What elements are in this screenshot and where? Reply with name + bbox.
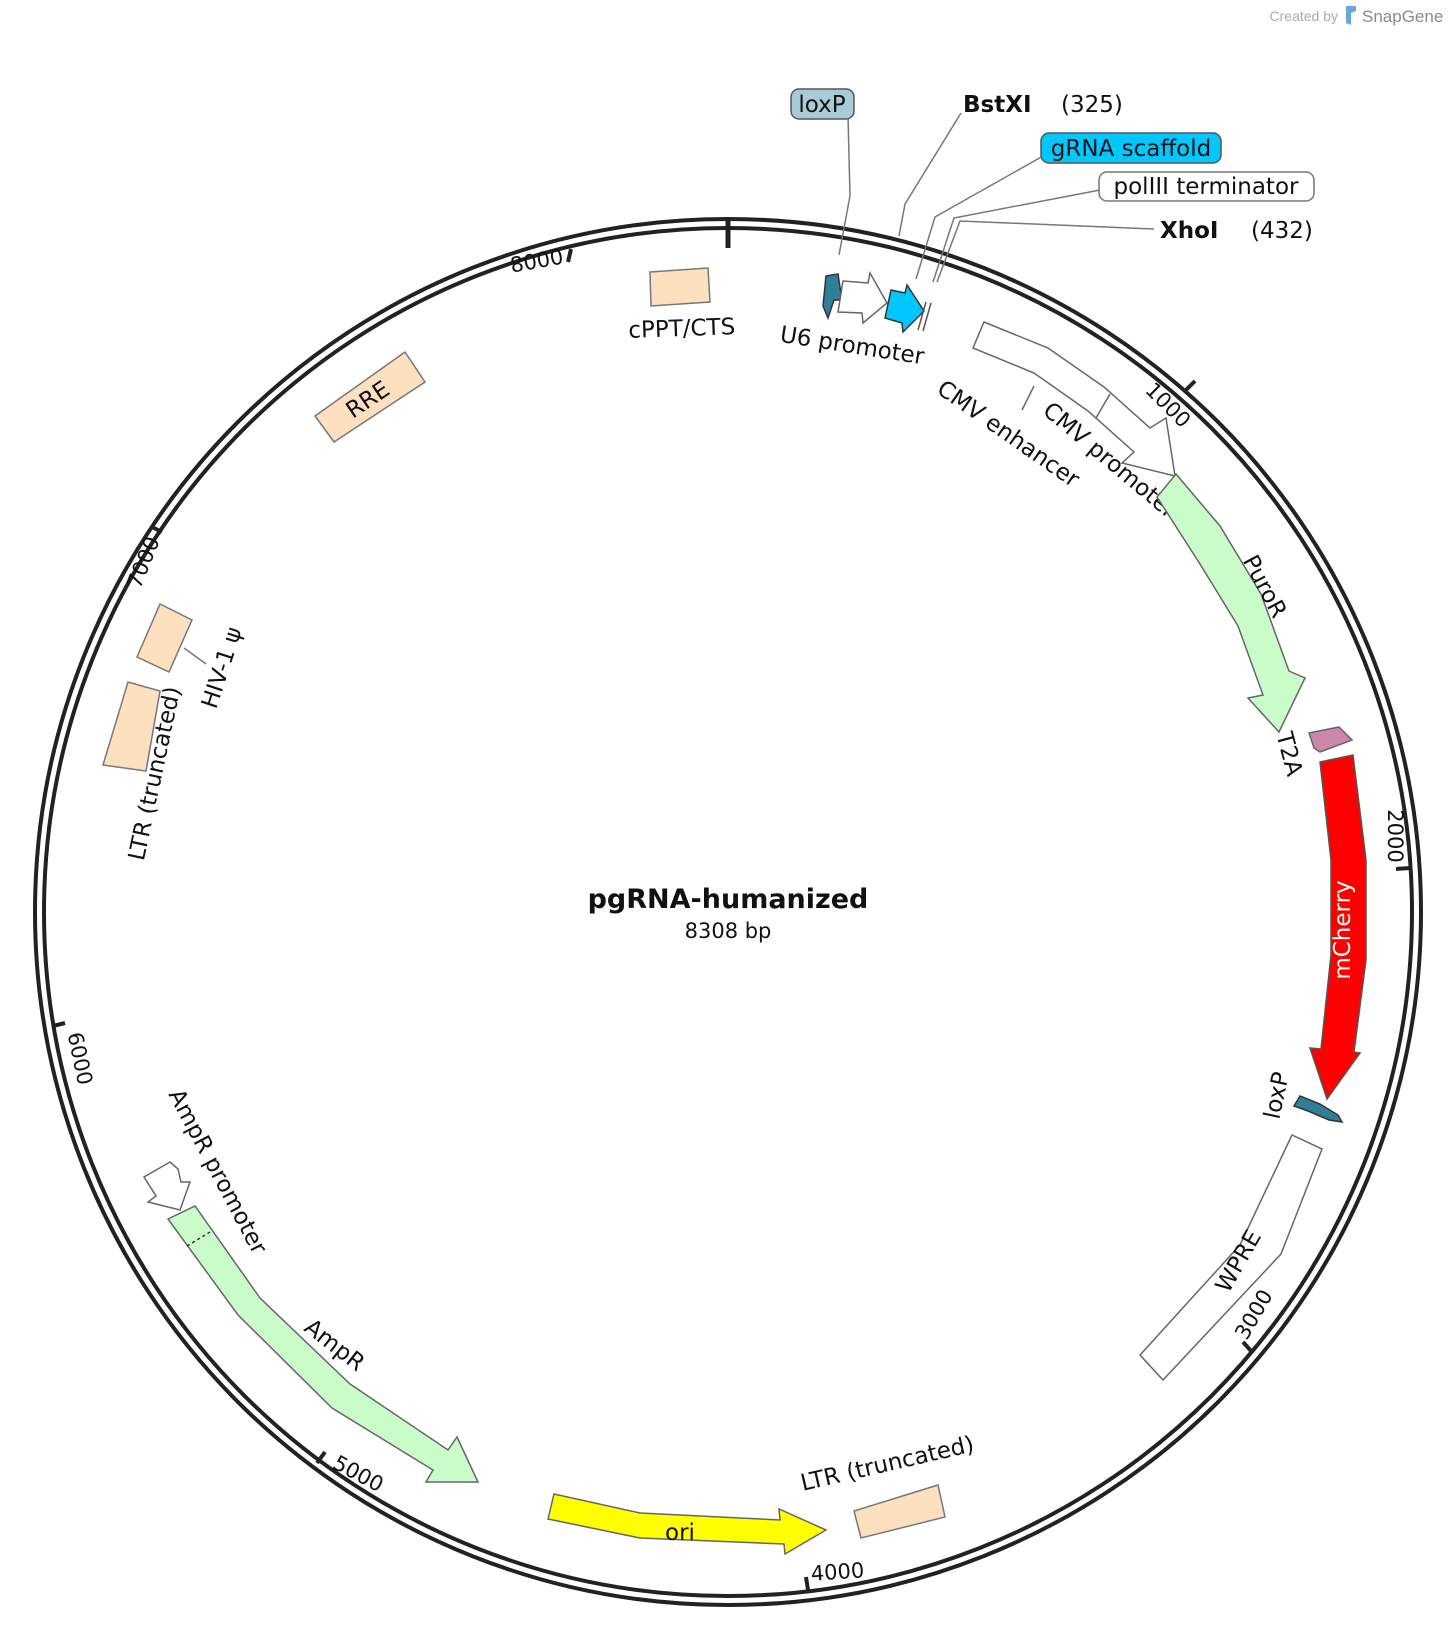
feature-ori (547, 1493, 828, 1556)
feature-ampr (166, 1205, 480, 1483)
feature-cmv (972, 321, 1176, 477)
tick-label-2000: 2000 (1383, 809, 1407, 862)
feature-t2a (1308, 726, 1354, 753)
tick-label-6000: 6000 (63, 1030, 98, 1087)
callout-grna: gRNA scaffold (1051, 136, 1211, 162)
label-loxp-right: loxP (1260, 1070, 1295, 1122)
feature-ltr-bottom (853, 1484, 946, 1539)
tick-label-8000: 8000 (508, 245, 565, 278)
hiv1-psi-leader (183, 647, 207, 665)
callout-grna-box (1040, 132, 1222, 164)
label-t2a: T2A (1270, 728, 1307, 779)
label-ori: ori (665, 1520, 695, 1546)
feature-u6-promoter (837, 270, 888, 325)
feature-rre (313, 350, 427, 444)
feature-poliii-terminator-mark (917, 301, 927, 331)
feature-poliii-terminator-mark-2 (922, 302, 932, 332)
cmv-enhancer-leader (1021, 385, 1035, 411)
callout-loxp: loxP (798, 92, 845, 118)
feature-puror (1156, 472, 1307, 734)
plasmid-name: pgRNA-humanized (588, 884, 869, 915)
ampr-promoter-overlap (186, 1231, 211, 1247)
callout-poliii-box (1098, 171, 1315, 202)
callout-bstxi-pos: (325) (1061, 92, 1123, 118)
credit-brand: SnapGene (1362, 7, 1443, 26)
feature-ampr-promoter (142, 1161, 192, 1211)
feature-mcherry (1308, 754, 1367, 1101)
credit-prefix: Created by (1270, 8, 1338, 24)
backbone-outer (33, 217, 1423, 1607)
callout-leaders (838, 112, 1155, 283)
callout-bstxi-name: BstXI (963, 92, 1032, 118)
label-hiv1-psi: HIV-1 ψ (197, 624, 248, 712)
label-cppt: cPPT/CTS (628, 314, 736, 344)
callout-xhoi-name: XhoI (1160, 218, 1218, 244)
callout-xhoi-pos: (432) (1251, 218, 1313, 244)
callout-loxp-box (790, 88, 855, 120)
feature-grna-scaffold (884, 283, 925, 334)
feature-wpre (1138, 1134, 1323, 1382)
feature-ltr-left (102, 681, 161, 772)
feature-hiv1-psi (136, 602, 193, 674)
tick-marks (52, 248, 1411, 1591)
tick-label-5000: 5000 (329, 1451, 387, 1497)
snapgene-logo-icon (1346, 6, 1356, 25)
feature-loxp-right (1292, 1095, 1344, 1123)
plasmid-size: 8308 bp (685, 919, 772, 943)
callout-poliii: polIII terminator (1114, 174, 1299, 200)
label-ltr-bottom: LTR (truncated) (798, 1432, 976, 1497)
cmv-divider (1095, 393, 1111, 419)
feature-cppt (649, 267, 711, 307)
feature-loxp-top (822, 273, 843, 321)
tick-label-4000: 4000 (810, 1558, 865, 1586)
label-mcherry: mCherry (1330, 880, 1356, 979)
